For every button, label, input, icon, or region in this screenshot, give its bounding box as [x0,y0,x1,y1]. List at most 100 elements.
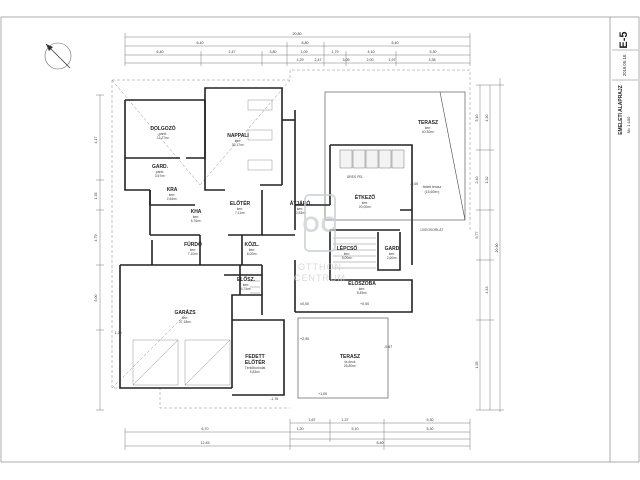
garage-doors [132,339,231,386]
room-fedett-terasz-area: (15,60m²) [425,190,440,194]
room-etkezo-floor: kerr. [362,201,369,205]
dim-right-5: 5,77 [475,232,479,239]
room-kha-floor: kerr. [193,215,200,219]
bottom-dimension-texts: 1,67 1,37 5,30 6,70 1,20 5,10 5,30 12,45… [201,418,434,445]
level-marker-7: -0,00 [410,182,418,186]
dim-right-1: 5,10 [475,115,479,122]
room-gard1-floor: parkt. [156,170,165,174]
left-dimension-lines [96,94,104,411]
watermark: OC OTTHON CENTRUM [294,194,346,283]
dim-right-overall: 20,90 [495,244,499,253]
dim-bot-r2-1: 6,70 [202,427,209,431]
room-terasz-top-area: 40,30m² [422,130,435,134]
dim-top-r3-2: 2,47 [229,50,236,54]
room-kra-floor: kerr. [169,193,176,197]
top-dimension-lines [124,33,471,66]
dim-left-1: 4,17 [94,137,98,144]
room-furdo-area: 7,10m² [188,252,199,256]
room-gard1-name: GARD. [152,164,169,170]
dim-bot-r2-4: 5,30 [427,427,434,431]
walls [119,87,413,396]
sheet-title: EMELETI ALAPRAJZ [618,85,624,135]
dim-overall-top: 20,80 [293,32,302,36]
level-marker-2: +1,00 [318,392,327,396]
dim-top-r2-3: 6,40 [392,41,399,45]
room-nappali-floor: kerr. [235,139,242,143]
room-nappali-area: 30,17m² [232,143,245,147]
left-dimension-texts: 4,17 1,35 4,79 5,00 1,20 [94,137,122,336]
room-kra-name: KRA [167,187,178,193]
room-dolgozo-name: DOLGOZÓ [150,124,175,132]
watermark-line2: CENTRUM [294,273,346,283]
dim-top-r2-2: 8,80 [302,41,309,45]
dim-top-r3-5: 1,79 [332,50,339,54]
dim-bot-r2-3: 5,10 [352,427,359,431]
dim-top-r3-1: 6,40 [157,50,164,54]
room-kozl-floor: kerr. [249,248,256,252]
level-marker-6: -0,67 [384,345,392,349]
stairs [250,237,376,294]
dim-top-r4-4: 2,00 [367,58,374,62]
room-lepcso-floor: kerr. [344,252,351,256]
room-eloter-area: 7,11m² [235,211,246,215]
room-lepcso-name: LÉPCSŐ [337,244,358,252]
room-garazs-floor: kerr. [182,316,189,320]
room-furdo-name: FÜRDŐ [184,241,202,248]
room-eloter-floor: kerr. [237,207,244,211]
room-terasz-bottom-floor: fa deck [345,360,356,364]
living-room-furniture [247,99,273,171]
room-fedett-name: FEDETT [245,354,264,360]
kitchen-units [339,149,405,169]
room-eloszoba-area: 8,49m² [357,291,368,295]
watermark-logo-box [304,194,336,252]
dim-top-r4-2: 2,47 [315,58,322,62]
level-marker-1: +2,90 [300,337,309,341]
dim-top-r4-5: 1,97 [389,58,396,62]
right-dimension-texts: 5,10 4,30 2,40 1,32 5,77 4,43 1,35 20,90 [475,115,499,369]
dim-right-2: 4,30 [485,115,489,122]
room-etkezo-name: ÉTKEZŐ [355,193,375,201]
room-kra-area: 2,64m² [167,197,178,201]
title-block: E-5 2019.05.18. EMELETI ALAPRAJZ M= 1:10… [612,31,638,135]
dim-right-6: 4,43 [485,287,489,294]
room-elosz-floor: kerr. [243,283,250,287]
room-nappali-name: NAPPALI [227,133,249,139]
bottom-terrace [297,317,389,399]
room-fedett-floor: Térkőburkolat [245,366,266,370]
dim-bot-r1-1: 1,67 [309,418,316,422]
dim-right-4: 1,32 [485,177,489,184]
room-gard2-area: 2,60m² [387,256,398,260]
dim-left-3: 4,79 [94,235,98,242]
level-marker-4: ±0,00 [300,302,309,306]
room-eloszoba-floor: kerr. [359,287,366,291]
sheet-code: E-5 [618,31,630,48]
dim-top-r4-1: 1,29 [297,58,304,62]
room-fedett-terasz-name: fedett terasz [423,185,442,189]
dim-bot-r2-2: 1,20 [297,427,304,431]
level-marker-5: -1,76 [270,397,278,401]
dim-top-r3-7: 5,30 [430,50,437,54]
dim-top-r3-3: 3,80 [270,50,277,54]
dim-left-4: 5,00 [94,295,98,302]
dim-bot-r1-3: 5,30 [427,418,434,422]
sheet-scale: M= 1:100 [626,116,631,134]
dim-top-r2-1: 6,40 [197,41,204,45]
dim-bot-overall-1: 12,45 [201,441,210,445]
north-arrow [44,42,72,70]
room-labels: DOLGOZÓ parkt. 11,27m² GARD. parkt. 3,57… [150,120,441,374]
room-fedett-area: 5,83m² [250,370,261,374]
room-gard2-floor: kerr. [389,252,396,256]
room-terasz-top-floor: kerr. [425,126,432,130]
bottom-dimension-lines [124,419,471,450]
room-elosz-name: ELŐSZ. [237,276,256,283]
dim-right-3: 2,40 [475,177,479,184]
room-kozl-name: KÖZL. [245,241,261,248]
dim-bot-r1-2: 1,37 [342,418,349,422]
room-fedett-name2: ELŐTÉR [245,358,266,366]
sheet-date: 2019.05.18. [622,54,627,76]
room-eloszoba-name: ELŐSZOBA [348,280,376,287]
dim-top-r3-6: 4,10 [368,50,375,54]
room-atjaro-floor: kerr. [297,207,304,211]
room-dolgozo-area: 11,27m² [157,136,170,140]
